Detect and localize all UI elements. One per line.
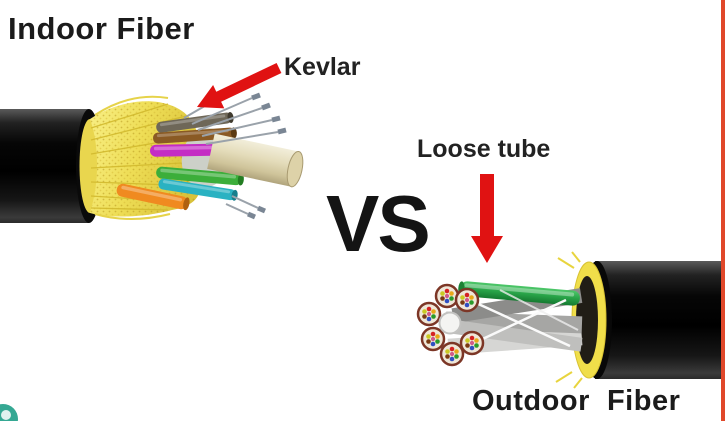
- corner-logo-icon: [0, 404, 18, 421]
- outdoor-cable-illustration: [416, 251, 725, 389]
- vs-text: VS: [326, 179, 431, 268]
- outdoor-fiber-label: Outdoor Fiber: [472, 385, 681, 417]
- loose-tube-label: Loose tube: [417, 135, 551, 163]
- kevlar-label: Kevlar: [284, 53, 361, 81]
- indoor-fiber-label: Indoor Fiber: [8, 11, 195, 46]
- binder-threads: [471, 289, 579, 348]
- loose-tube-arrow-icon: [471, 174, 503, 263]
- right-edge-strip: [721, 0, 725, 421]
- indoor-jacket: [0, 109, 102, 223]
- strength-member-rod: [207, 133, 304, 188]
- kevlar-arrow-icon: [197, 63, 282, 109]
- indoor-cable-illustration: [0, 81, 304, 223]
- tube-end-faces: [416, 283, 485, 367]
